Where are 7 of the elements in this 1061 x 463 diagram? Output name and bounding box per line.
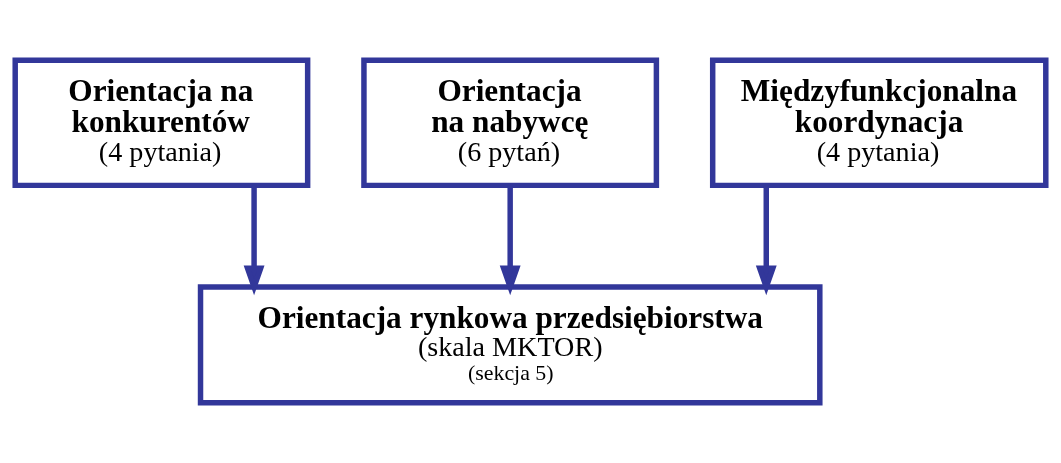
arrow	[243, 185, 265, 296]
node-box: Orientacja rynkowa przedsiębiorstwa (skala MKTOR) (sekcja 5)	[197, 284, 823, 406]
node-box: Orientacja na nabywcę (6 pytań)	[361, 57, 660, 189]
node-box: Międzyfunkcjonalna koordynacja (4 pytania)	[709, 57, 1049, 189]
arrow	[499, 185, 521, 296]
arrow	[755, 185, 777, 296]
node-box: Orientacja na konkurentów (4 pytania)	[12, 57, 311, 189]
